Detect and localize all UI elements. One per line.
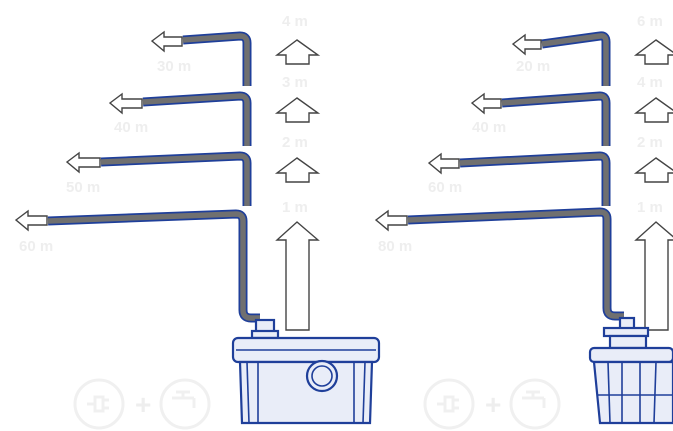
right-height-scale: 6 m 4 m 2 m 1 m: [633, 13, 673, 331]
arrow-left-icon: [427, 152, 460, 175]
height-label: 4 m: [637, 74, 663, 91]
left-panel: 30 m 40 m 50 m 60 m 4 m 3 m 2 m 1 m: [14, 13, 381, 425]
height-label: 4 m: [282, 13, 308, 30]
right-pipe-4: [407, 207, 624, 321]
left-pipe-4: [47, 209, 260, 323]
arrow-up-icon: [274, 39, 321, 65]
arrow-up-icon: [633, 97, 673, 123]
height-label: 2 m: [282, 134, 308, 151]
left-pipe-1: [182, 31, 252, 86]
arrow-up-icon: [274, 157, 321, 183]
distance-label: 50 m: [66, 179, 100, 196]
height-label: 1 m: [282, 199, 308, 216]
water-tap-icon: [509, 378, 561, 430]
left-pipes: [47, 31, 260, 323]
height-label: 3 m: [282, 74, 308, 91]
right-pipes: [407, 31, 624, 321]
arrow-left-icon: [108, 92, 143, 115]
arrow-up-icon: [633, 39, 673, 65]
arrow-up-long-icon: [275, 221, 320, 331]
electric-plug-icon: [73, 378, 125, 430]
right-pump-unit: [588, 316, 673, 425]
height-label: 2 m: [637, 134, 663, 151]
plus-icon: +: [135, 389, 151, 420]
arrow-up-icon: [633, 157, 673, 183]
arrow-left-icon: [14, 209, 48, 232]
right-distance-labels: 20 m 40 m 60 m 80 m: [378, 58, 550, 255]
arrow-left-icon: [511, 33, 542, 56]
left-outflow-arrows: [14, 30, 183, 232]
right-outflow-arrows: [374, 33, 542, 232]
distance-label: 40 m: [114, 119, 148, 136]
distance-label: 40 m: [472, 119, 506, 136]
arrow-up-icon: [274, 97, 321, 123]
right-panel: 20 m 40 m 60 m 80 m 6 m 4 m 2 m 1 m: [374, 13, 673, 425]
left-height-scale: 4 m 3 m 2 m 1 m: [274, 13, 321, 331]
arrow-left-icon: [470, 92, 502, 115]
arrow-left-icon: [374, 209, 408, 232]
distance-label: 30 m: [157, 58, 191, 75]
distance-label: 20 m: [516, 58, 550, 75]
water-tap-icon: [159, 378, 211, 430]
electric-plug-icon: [423, 378, 475, 430]
left-distance-labels: 30 m 40 m 50 m 60 m: [19, 58, 191, 255]
left-pump-unit: [231, 318, 381, 425]
arrow-left-icon: [65, 151, 101, 174]
arrow-left-icon: [150, 30, 183, 53]
left-utility-icons: +: [73, 378, 211, 430]
distance-label: 80 m: [378, 238, 412, 255]
distance-label: 60 m: [19, 238, 53, 255]
distance-label: 60 m: [428, 179, 462, 196]
height-label: 1 m: [637, 199, 663, 216]
plus-icon: +: [485, 389, 501, 420]
right-utility-icons: +: [423, 378, 561, 430]
arrow-up-long-icon: [634, 221, 673, 331]
height-label: 6 m: [637, 13, 663, 30]
